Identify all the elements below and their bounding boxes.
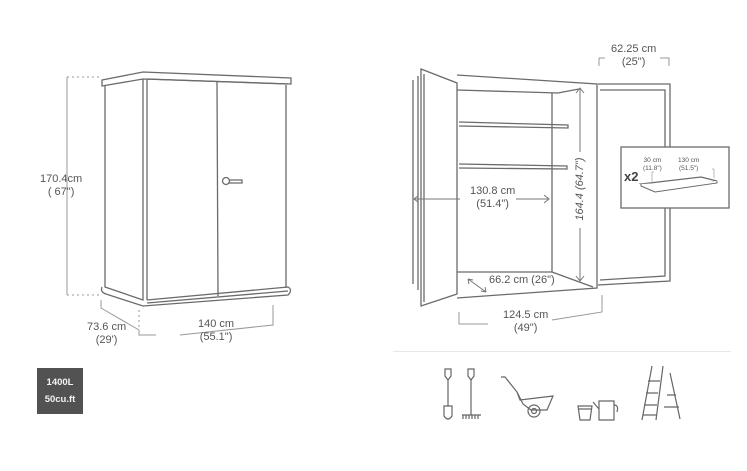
door-width-in: (25") bbox=[621, 56, 646, 68]
door-width-label: 62.25 cm (25") bbox=[611, 43, 656, 69]
shelf-length-in: (51.5") bbox=[679, 165, 699, 172]
closed-height-label: 170.4cm ( 67") bbox=[40, 173, 82, 199]
closed-height-cm: 170.4cm bbox=[40, 173, 83, 185]
shelf-depth-in: (11.8") bbox=[643, 165, 662, 172]
shelf-depth-label: 30 cm (11.8") bbox=[643, 157, 662, 173]
capacity-cuft: 50cu.ft bbox=[44, 394, 76, 405]
shelf-length-cm: 130 cm bbox=[678, 157, 700, 164]
closed-height-in: ( 67") bbox=[47, 186, 75, 198]
shelf-depth-cm: 30 cm bbox=[643, 157, 662, 164]
door-width-cm: 62.25 cm bbox=[611, 43, 657, 55]
interior-width-in: (51.4") bbox=[476, 198, 509, 210]
wheelbarrow-icon bbox=[501, 376, 554, 418]
closed-width-cm: 140 cm bbox=[198, 318, 235, 330]
interior-height-label: 164.4 (64.7") bbox=[574, 157, 586, 221]
closed-width-label: 140 cm (55.1") bbox=[198, 318, 234, 344]
closed-shed-drawing bbox=[100, 71, 292, 307]
floor-width-cm: 124.5 cm bbox=[503, 309, 549, 321]
floor-width-label: 124.5 cm (49") bbox=[503, 309, 548, 335]
ladder-icon bbox=[641, 365, 681, 421]
bucket-watering-can-icon bbox=[577, 400, 619, 421]
shelf-inset-drawing bbox=[620, 146, 730, 209]
closed-depth-in: (29') bbox=[95, 334, 118, 346]
interior-depth-label: 66.2 cm (26") bbox=[489, 274, 555, 286]
shelf-quantity: x2 bbox=[624, 169, 639, 184]
shelf-length-label: 130 cm (51.5") bbox=[678, 157, 699, 173]
capacity-badge: 1400L 50cu.ft bbox=[37, 368, 83, 414]
floor-width-in: (49") bbox=[513, 322, 538, 334]
interior-width-cm: 130.8 cm bbox=[470, 185, 516, 197]
capacity-liters: 1400L bbox=[46, 377, 74, 388]
open-shed-drawing bbox=[412, 68, 671, 307]
closed-depth-cm: 73.6 cm bbox=[87, 321, 127, 333]
divider bbox=[393, 351, 731, 352]
shovel-rake-icon bbox=[443, 368, 481, 420]
closed-width-in: (55.1") bbox=[199, 331, 233, 343]
interior-width-label: 130.8 cm (51.4") bbox=[470, 185, 515, 211]
closed-depth-label: 73.6 cm (29') bbox=[87, 321, 126, 347]
